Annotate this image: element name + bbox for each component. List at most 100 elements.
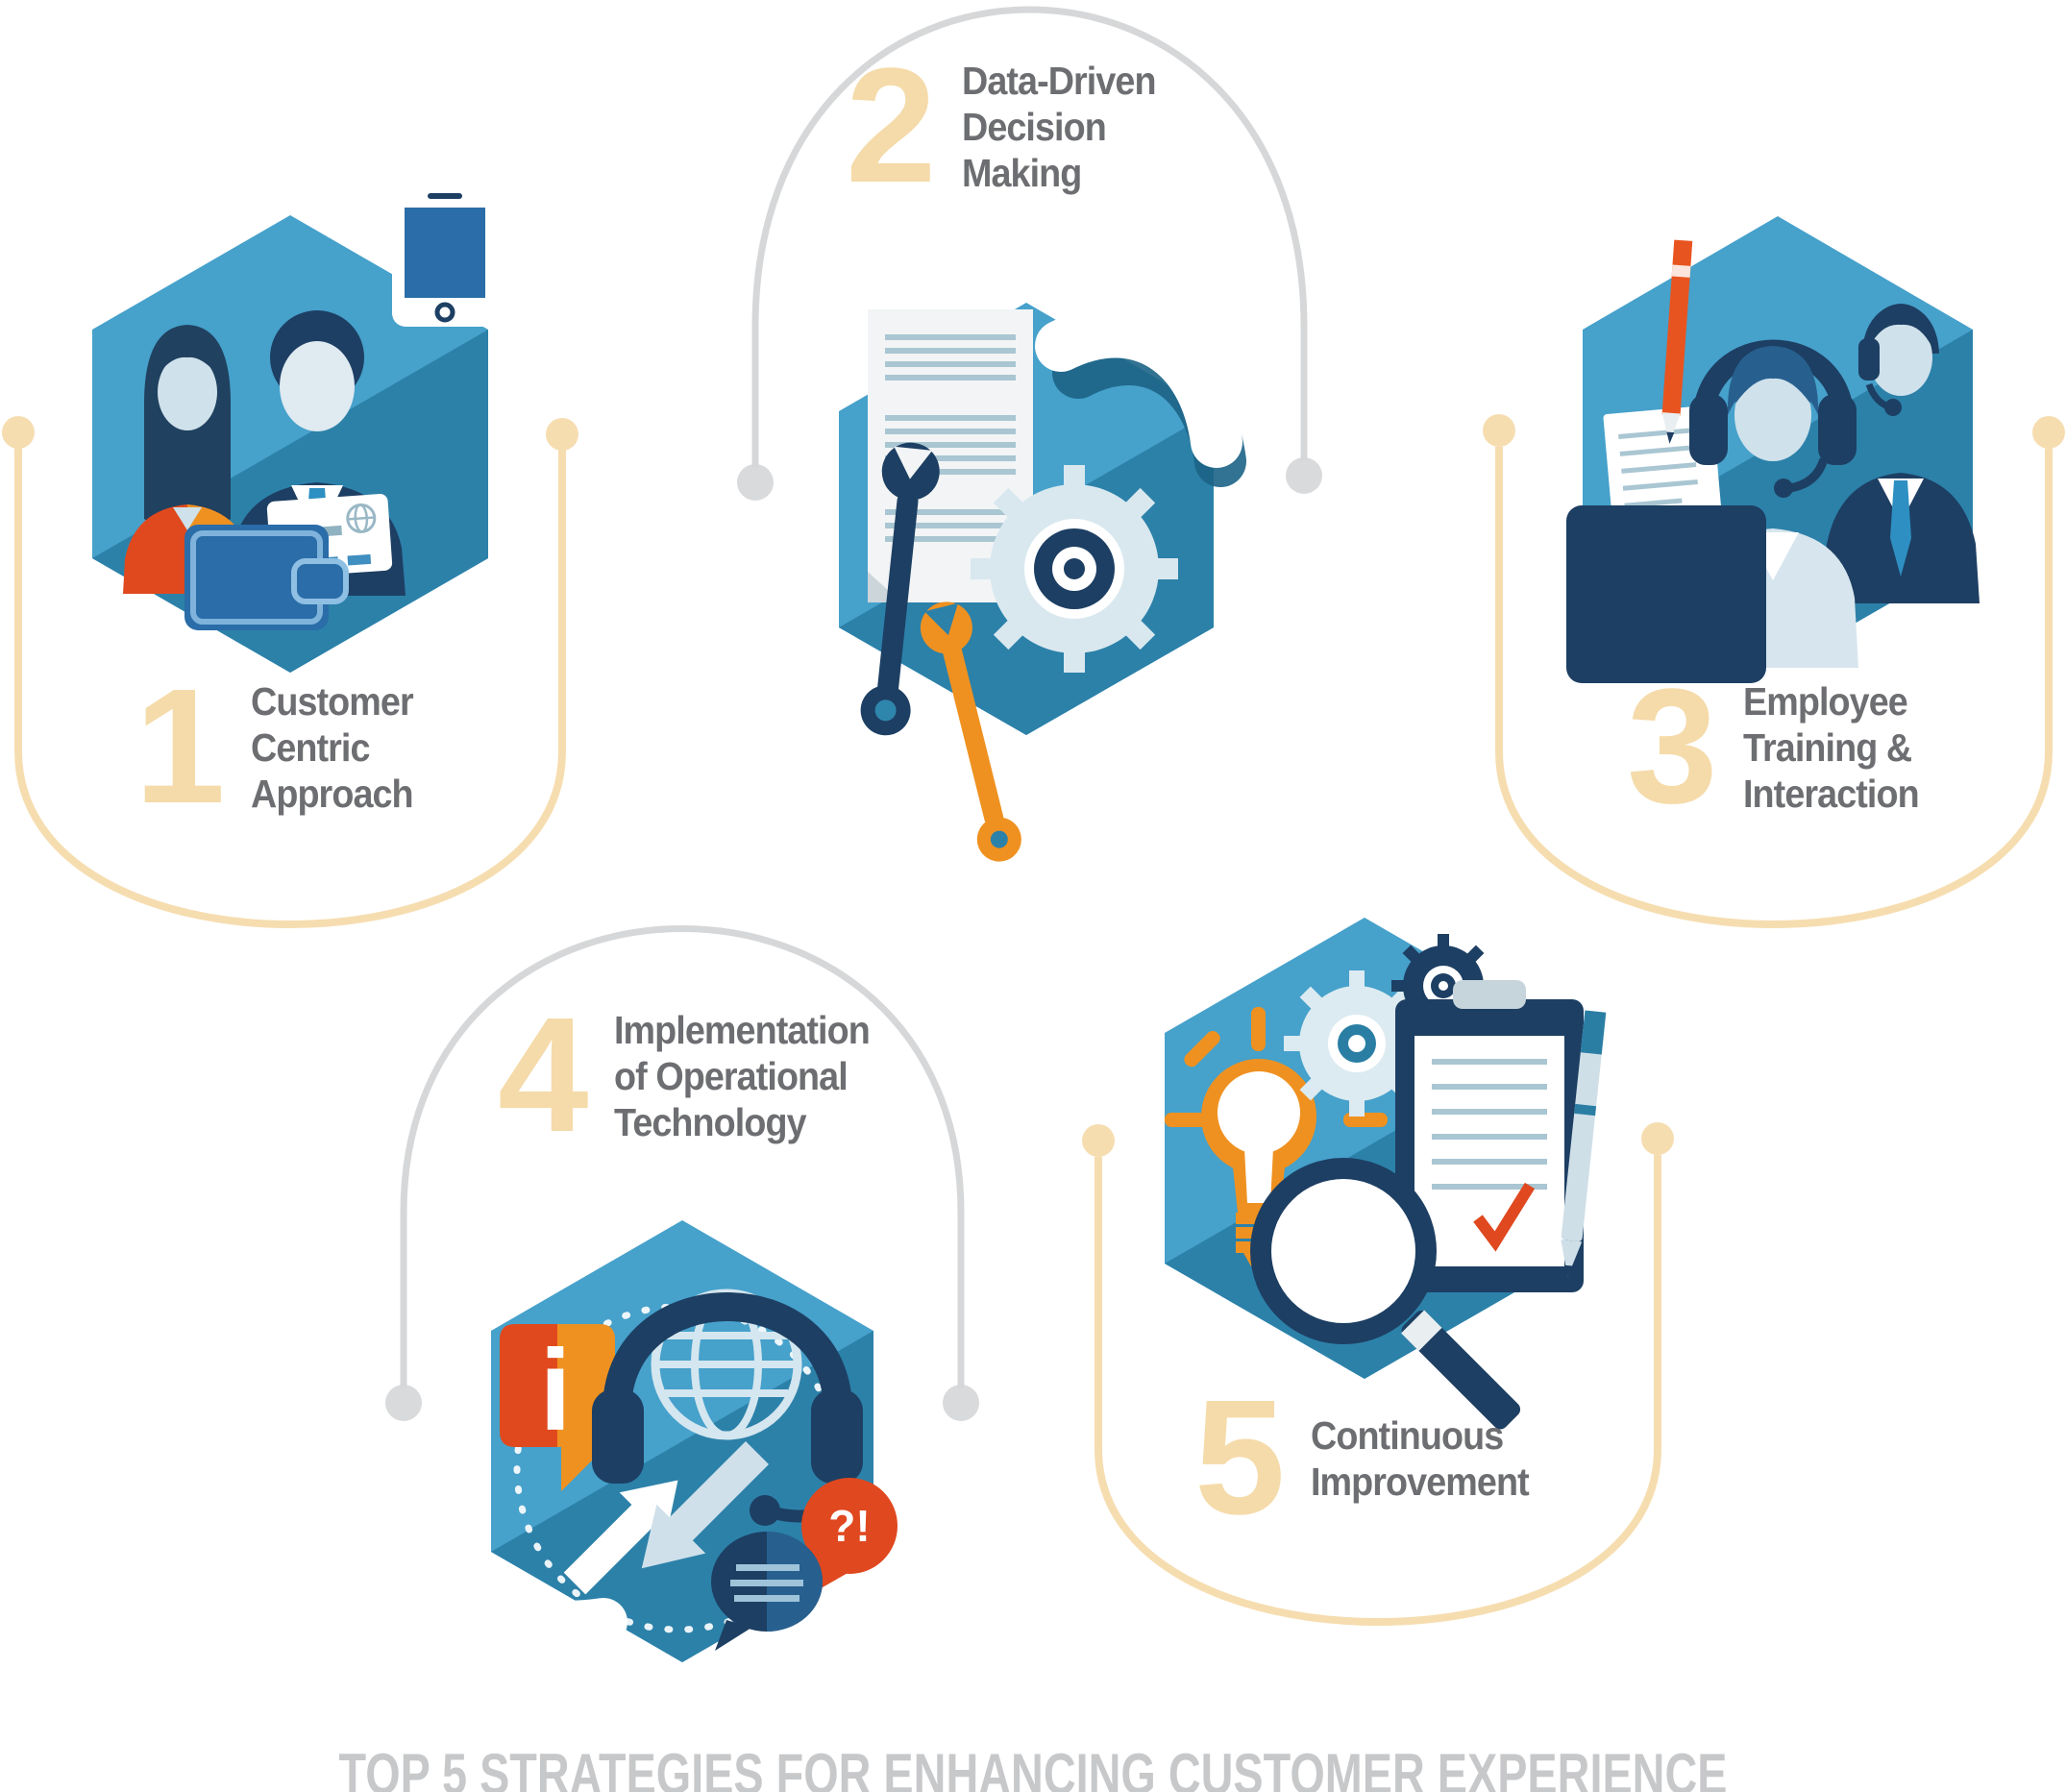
headset-earcup [1858,338,1880,380]
pencil-icon [1661,239,1693,444]
phone-handset-icon [433,1471,627,1649]
bulb-ray [1184,1030,1220,1068]
strategy-label-line: of Operational [613,1054,849,1098]
globe-parallel [665,1389,788,1397]
connector-1 [2,416,578,928]
agent-face [1734,369,1811,461]
pencil-lead [1666,431,1675,444]
idea-checklist-magnifier-hexagon [1165,918,1607,1430]
wrench-shaft [876,492,919,699]
wallet-clasp [291,558,349,604]
woman-face [158,354,217,430]
agent-man-icon [1822,304,1980,603]
phone-handset-icon [1035,306,1242,468]
headset-mic [1774,479,1793,498]
strategy-label-line: Decision [961,105,1107,149]
magnifier-icon [1250,1158,1521,1430]
chat-line [736,1564,799,1571]
woman-fringe [157,336,219,377]
headset-globe-communication-hexagon: i ?! [433,1220,898,1662]
support-team-laptop-hexagon [1566,216,1980,683]
checklist-line [1432,1134,1547,1140]
magnifier-handle [1401,1311,1521,1430]
strategy-label-line: Centric [250,725,370,770]
woman-neckline [173,507,202,530]
arrow-down-left [641,1440,770,1569]
connector-arc [400,925,965,1388]
checklist-line [1432,1109,1547,1115]
info-bubble-left [500,1324,557,1447]
strategy-label-line: Customer [250,679,414,724]
connector-endpoint-dot [385,1385,422,1421]
headphones-band [603,1292,852,1412]
checklist-line [1432,1184,1547,1190]
document-line [885,361,1016,367]
page-title: TOP 5 STRATEGIES FOR ENHANCING CUSTOMER … [338,1742,1728,1792]
globe-parallel [665,1332,788,1339]
checklist-line [1432,1059,1547,1065]
chat-line [730,1580,803,1586]
connector-arc [751,6,1308,468]
arrow-up-right [563,1480,678,1595]
document-line [885,523,1016,528]
strategy-4-label: 4 Implementation of Operational Technolo… [498,984,892,1167]
clipboard-clip [1453,980,1526,1009]
headset-earcup [1689,394,1728,465]
chat-bubble-icon [711,1532,823,1651]
exchange-arrows-icon [563,1440,770,1595]
laptop-icon [1566,505,1766,683]
connector-arc [1094,1155,1661,1626]
connector-endpoint-dot [943,1385,979,1421]
document-line [885,509,1016,515]
question-bubble [801,1478,898,1574]
gear-axle [1064,558,1085,579]
document-line [885,469,1016,475]
checklist-line [1432,1084,1547,1090]
strategy-number: 4 [498,984,589,1167]
strategy-label-line: Technology [613,1100,807,1144]
headphones-earcup [592,1389,644,1484]
strategy-text: Data-Driven Decision Making [961,58,1157,196]
connector-arc [1495,447,2053,928]
connector-3 [1483,414,2065,928]
bulb-neck-inner [1244,1148,1273,1203]
connector-endpoint-dot [2032,416,2065,449]
document-line [885,455,1016,461]
wrench-ring-hole [874,700,897,722]
connector-5 [1082,1122,1674,1626]
strategy-label-line: Continuous [1310,1412,1504,1458]
document-line [885,415,1016,421]
connector-endpoint-dot [1082,1124,1115,1157]
pencil-tip [1661,412,1681,444]
strategy-5-label: 5 Continuous Improvement [1194,1376,1547,1539]
small-light-gear-icon [1284,970,1430,1117]
pen-body [1561,1010,1606,1242]
note-line [1618,428,1694,439]
phone-home-button [434,302,455,323]
document-line [885,442,1016,448]
agent-face [1869,319,1932,396]
connector-4 [385,925,979,1421]
globe-parallel [656,1361,797,1368]
pen-band [1574,1103,1597,1117]
pencil-body [1661,239,1693,416]
strategy-number: 2 [846,35,937,218]
connector-arc [14,448,566,928]
magnifier-glass [1261,1168,1426,1334]
agent-tie [1890,480,1911,577]
document-line [885,334,1016,340]
pen-point [1564,1264,1573,1278]
check-mark [1473,1182,1536,1252]
strategy-label-line: Approach [250,772,414,816]
strategy-label-line: Improvement [1310,1459,1530,1504]
gear-hub [1348,1035,1365,1052]
strategy-number: 3 [1627,655,1718,839]
note-line [1622,479,1698,491]
strategy-text: Employee Training & Interaction [1742,678,1920,817]
card-dash [347,553,372,566]
strategy-label-line: Employee [1742,679,1908,724]
customer-centric-people-hexagon [92,184,498,673]
document-line [885,375,1016,380]
